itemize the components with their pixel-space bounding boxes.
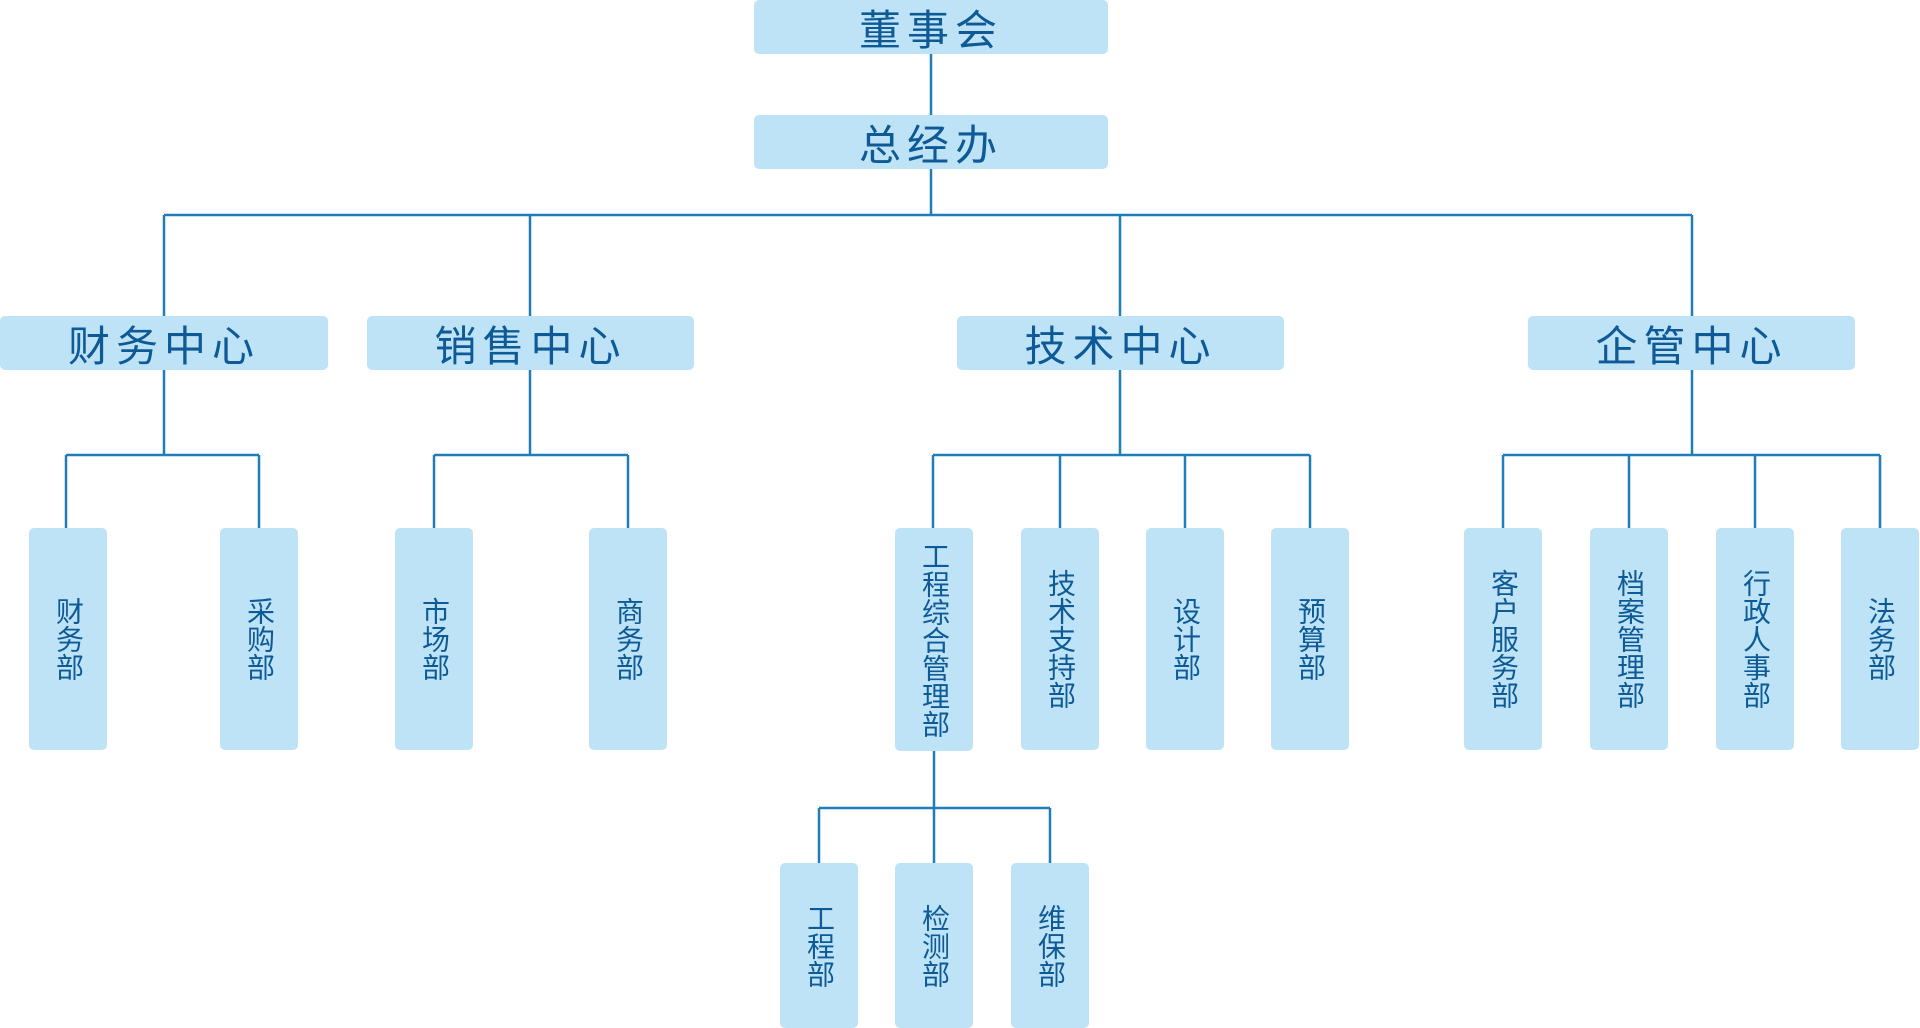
finance-dept-node: 财务部 xyxy=(29,528,107,750)
maintenance-dept-node: 维保部 xyxy=(1011,863,1089,1028)
design-dept-node: 设计部 xyxy=(1146,528,1224,750)
hr-dept-node: 行政人事部 xyxy=(1716,528,1794,750)
tech-support-dept-node: 技术支持部 xyxy=(1021,528,1099,750)
finance-center-node: 财务中心 xyxy=(0,316,328,371)
archive-dept-node: 档案管理部 xyxy=(1590,528,1668,750)
gm-office-node: 总经办 xyxy=(754,115,1108,170)
board-node: 董事会 xyxy=(754,0,1108,55)
engineering-mgmt-dept-node: 工程综合管理部 xyxy=(895,528,973,751)
market-dept-node: 市场部 xyxy=(395,528,473,750)
purchase-dept-node: 采购部 xyxy=(220,528,298,750)
customer-service-dept-node: 客户服务部 xyxy=(1464,528,1542,750)
tech-center-node: 技术中心 xyxy=(957,316,1284,371)
legal-dept-node: 法务部 xyxy=(1841,528,1919,750)
admin-center-node: 企管中心 xyxy=(1528,316,1855,371)
business-dept-node: 商务部 xyxy=(589,528,667,750)
sales-center-node: 销售中心 xyxy=(367,316,694,371)
inspection-dept-node: 检测部 xyxy=(895,863,973,1028)
engineering-dept-node: 工程部 xyxy=(780,863,858,1028)
budget-dept-node: 预算部 xyxy=(1271,528,1349,750)
